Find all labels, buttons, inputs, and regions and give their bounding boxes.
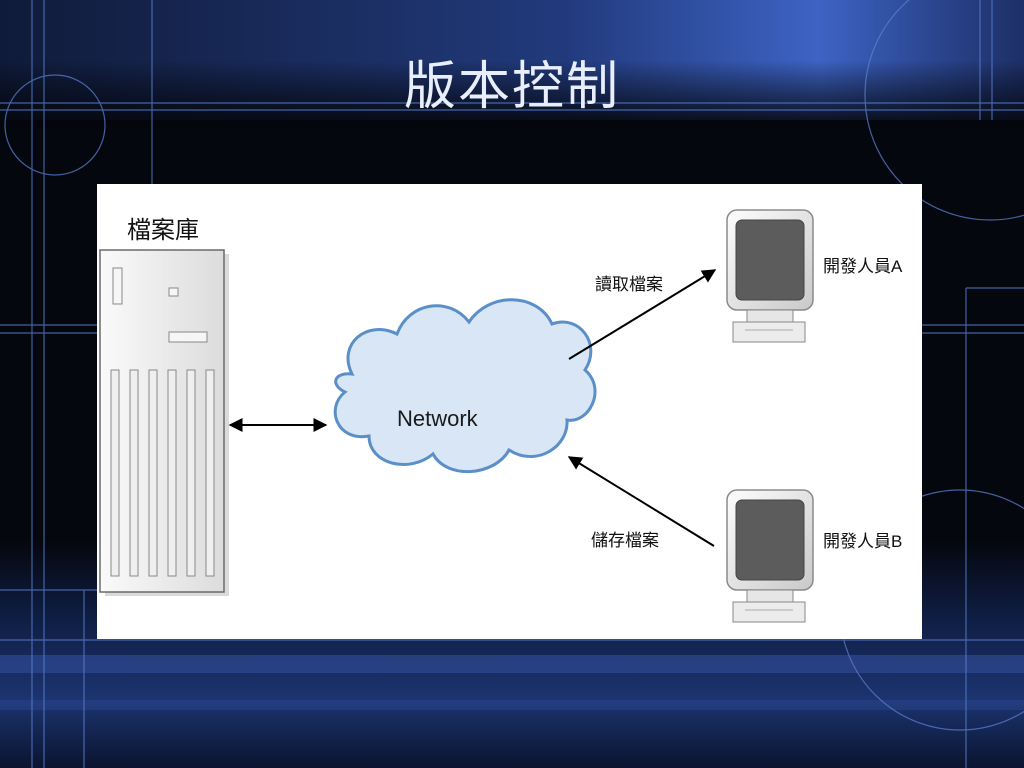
server-tower-icon <box>99 249 229 596</box>
developer-b-computer-icon <box>726 489 814 623</box>
save-file-label: 儲存檔案 <box>591 531 659 550</box>
version-control-diagram <box>99 209 814 623</box>
developer-b-label: 開發人員B <box>823 532 903 551</box>
network-cloud-icon <box>333 298 597 474</box>
network-label: Network <box>397 406 478 431</box>
repository-label: 檔案庫 <box>127 217 199 244</box>
slide-title: 版本控制 <box>403 57 620 117</box>
read-arrow <box>568 269 717 360</box>
developer-a-label: 開發人員A <box>823 257 903 276</box>
developer-a-computer-icon <box>726 209 814 343</box>
diagram-panel: 檔案庫 Network 讀取檔案 儲存檔案 開發人員A 開發人員B <box>97 184 922 639</box>
read-file-label: 讀取檔案 <box>595 275 663 294</box>
save-arrow <box>567 456 715 547</box>
